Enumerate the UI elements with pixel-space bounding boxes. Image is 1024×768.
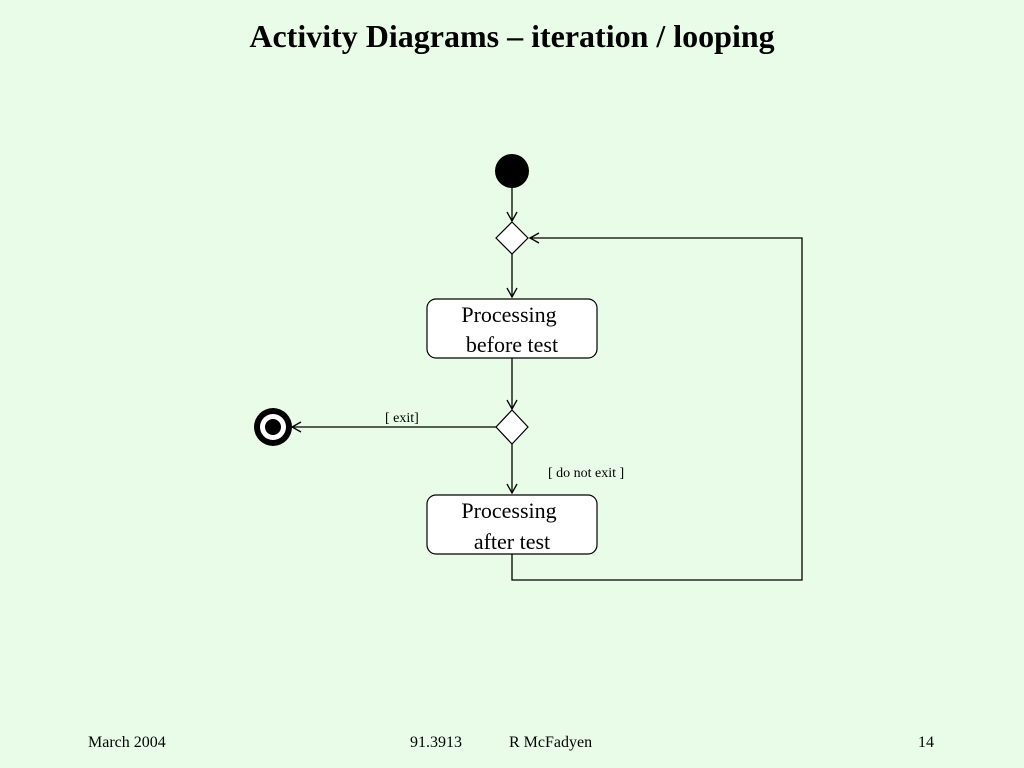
final-node [254, 408, 292, 446]
after-test-label-line2: after test [474, 529, 550, 554]
initial-node [495, 154, 529, 188]
after-test-label-line1: Processing [461, 498, 556, 523]
slide-title: Activity Diagrams – iteration / looping [249, 18, 775, 54]
action-processing-before-test: Processing before test [426, 298, 598, 359]
decision-node [495, 409, 529, 445]
merge-node [495, 221, 529, 255]
action-processing-after-test: Processing after test [426, 494, 598, 555]
footer-course-code: 91.3913 [410, 734, 462, 751]
before-test-label-line1: Processing [461, 302, 556, 327]
guard-do-not-exit-label: [ do not exit ] [548, 466, 624, 481]
before-test-label-line2: before test [466, 332, 558, 357]
flow-loop-back-to-merge [511, 232, 803, 581]
guard-exit-label: [ exit] [385, 411, 419, 426]
footer-author: R McFadyen [509, 734, 593, 751]
footer-date: March 2004 [88, 734, 166, 751]
footer-page-number: 14 [918, 734, 934, 751]
